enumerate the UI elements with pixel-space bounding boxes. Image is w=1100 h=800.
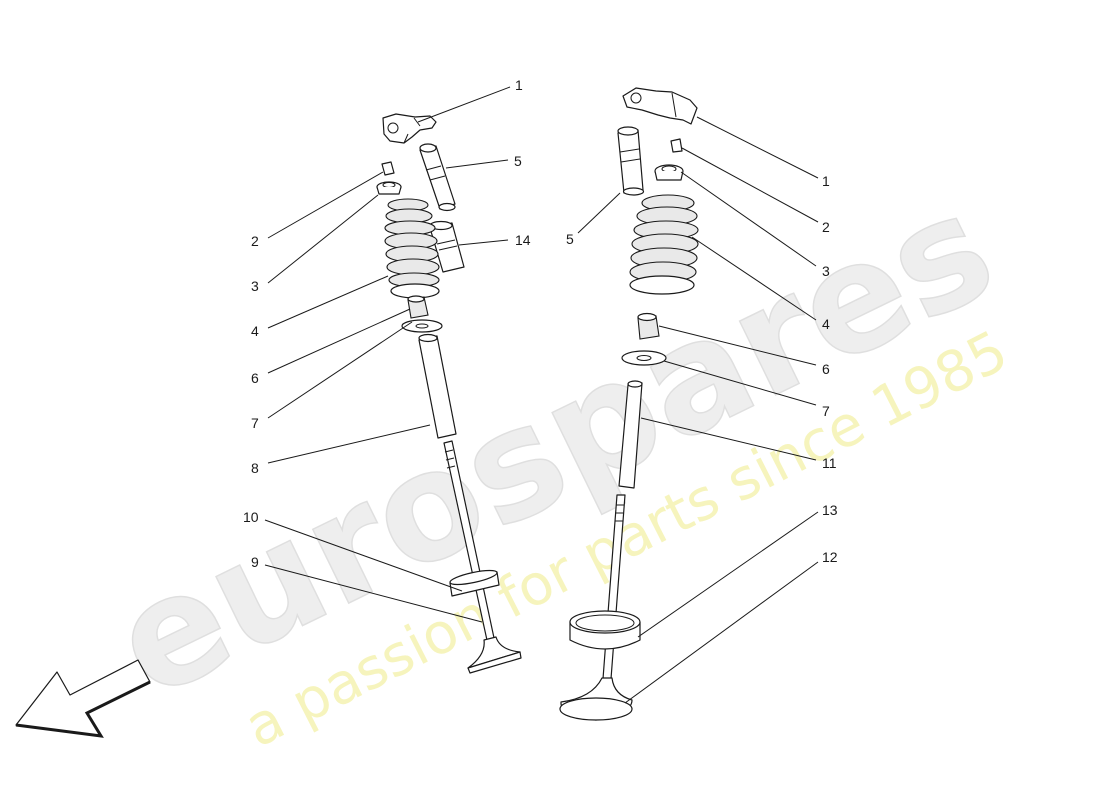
callout-right-5: 5 <box>566 231 574 247</box>
left-valve-spring <box>384 198 440 299</box>
right-valve-assembly <box>559 87 699 721</box>
callout-left-1: 1 <box>515 77 523 93</box>
right-valve-cap <box>670 138 683 153</box>
left-valve-assembly <box>376 113 522 674</box>
callout-right-12: 12 <box>822 549 838 565</box>
left-hydraulic-tappet <box>419 143 456 212</box>
callout-left-4: 4 <box>251 323 259 339</box>
callout-left-10: 10 <box>243 509 259 525</box>
right-valve-seat <box>569 610 641 650</box>
callout-left-6: 6 <box>251 370 259 386</box>
callout-left-8: 8 <box>251 460 259 476</box>
callout-left-14: 14 <box>515 232 531 248</box>
callout-right-3: 3 <box>822 263 830 279</box>
left-valve-seat <box>449 569 500 597</box>
callout-left-7: 7 <box>251 415 259 431</box>
right-spring-seat <box>621 350 667 366</box>
right-valve-guide <box>618 380 643 489</box>
callout-numbers: 1 5 14 2 3 4 6 7 8 10 9 1 2 3 5 4 6 7 11… <box>243 77 838 570</box>
right-valve-spring <box>629 194 699 295</box>
callout-left-3: 3 <box>251 278 259 294</box>
right-stem-seal <box>637 312 660 340</box>
callout-right-13: 13 <box>822 502 838 518</box>
left-valve-guide <box>418 333 457 439</box>
callout-left-9: 9 <box>251 554 259 570</box>
callout-right-7: 7 <box>822 403 830 419</box>
callout-left-2: 2 <box>251 233 259 249</box>
callout-right-2: 2 <box>822 219 830 235</box>
callout-right-1: 1 <box>822 173 830 189</box>
arrow-down-left-icon <box>15 659 151 738</box>
leader-lines <box>264 86 819 704</box>
left-spring-retainer <box>376 181 402 195</box>
left-stem-seal <box>407 295 429 319</box>
right-hydraulic-tappet <box>617 126 645 196</box>
left-spring-seat <box>401 319 443 333</box>
left-rocker-arm <box>382 113 437 144</box>
right-spring-retainer <box>654 164 684 181</box>
watermark: eurospares a passion for parts since 198… <box>89 159 1019 760</box>
callout-left-5: 5 <box>514 153 522 169</box>
right-rocker-arm <box>622 87 698 125</box>
left-valve-cap <box>381 161 395 176</box>
callout-right-4: 4 <box>822 316 830 332</box>
callout-right-6: 6 <box>822 361 830 377</box>
callout-right-11: 11 <box>822 455 837 471</box>
